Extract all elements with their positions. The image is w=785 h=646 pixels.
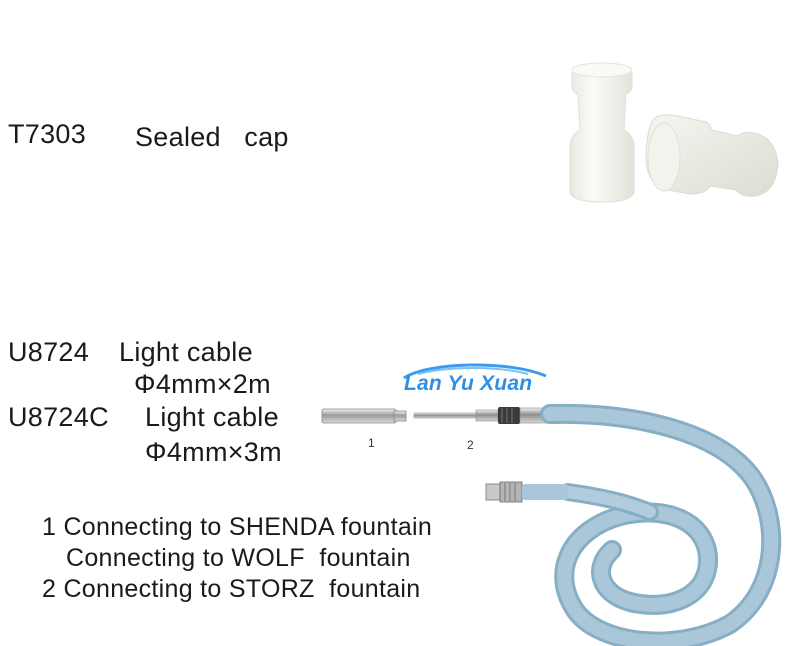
connector-2-label: 2 — [467, 438, 474, 452]
note-1-shenda: 1 Connecting to SHENDA fountain — [42, 513, 433, 541]
connector-1-image — [321, 408, 407, 424]
lan-yu-xuan-logo: Lan Yu Xuan — [398, 363, 550, 400]
product-name-u8724c: Light cable — [145, 402, 279, 432]
coiled-light-cable-image — [485, 403, 782, 646]
note-2-storz: 2 Connecting to STORZ fountain — [42, 575, 421, 603]
connector-1-label: 1 — [368, 436, 375, 450]
product-code-u8724: U8724 — [8, 337, 90, 367]
product-spec-u8724: Φ4mm×2m — [134, 369, 271, 399]
product-name-u8724: Light cable — [119, 337, 253, 367]
logo-swoosh-icon — [403, 363, 547, 380]
note-wolf: Connecting to WOLF fountain — [66, 544, 411, 572]
product-code-t7303: T7303 — [8, 119, 87, 149]
product-spec-u8724c: Φ4mm×3m — [145, 437, 282, 467]
logo-text: Lan Yu Xuan — [404, 372, 533, 395]
sealed-cap-image — [569, 62, 779, 203]
product-name-sealed-cap: Sealed cap — [135, 122, 289, 152]
product-code-u8724c: U8724C — [8, 402, 109, 432]
